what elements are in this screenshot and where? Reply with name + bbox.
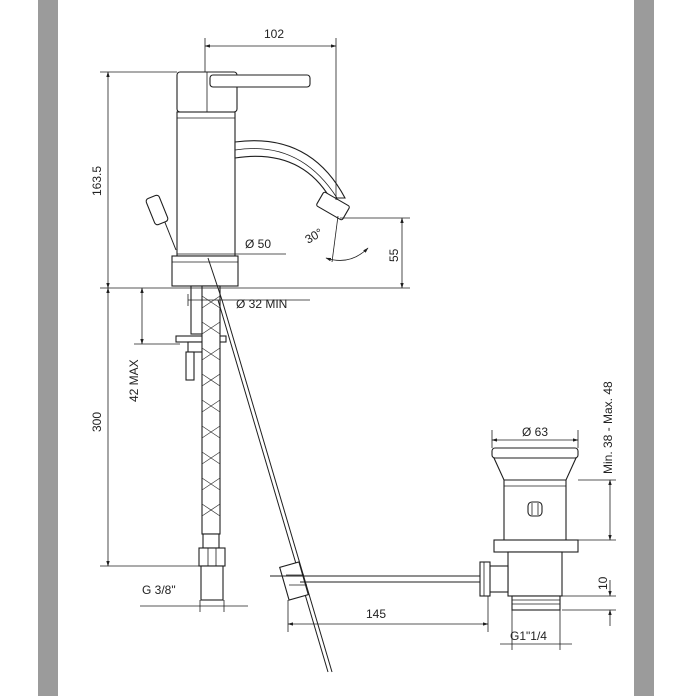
popup-waste [270,447,579,611]
supply-hose [175,285,227,601]
right-frame-bar [634,0,654,696]
dim-diameter-32-min: Ø 32 MIN [236,297,287,311]
dim-range-38-48: Min. 38 - Max. 48 [601,381,615,474]
dim-height-163-5: 163.5 [90,166,104,196]
faucet-body [145,71,350,287]
dim-42-max: 42 MAX [127,359,141,402]
dim-height-55: 55 [387,248,401,262]
dim-height-10: 10 [596,576,610,590]
dim-thread-g38: G 3/8" [142,583,176,597]
dim-thread-g114: G1"1/4 [510,629,547,643]
dim-angle-30: 30° [303,225,326,246]
dimension-lines [100,38,616,650]
dim-width-102: 102 [264,27,284,41]
popup-rod [207,257,333,673]
dim-diameter-50: Ø 50 [245,237,271,251]
left-frame-bar [38,0,58,696]
dim-length-145: 145 [366,607,386,621]
dim-diameter-63: Ø 63 [522,425,548,439]
dim-length-300: 300 [90,412,104,432]
